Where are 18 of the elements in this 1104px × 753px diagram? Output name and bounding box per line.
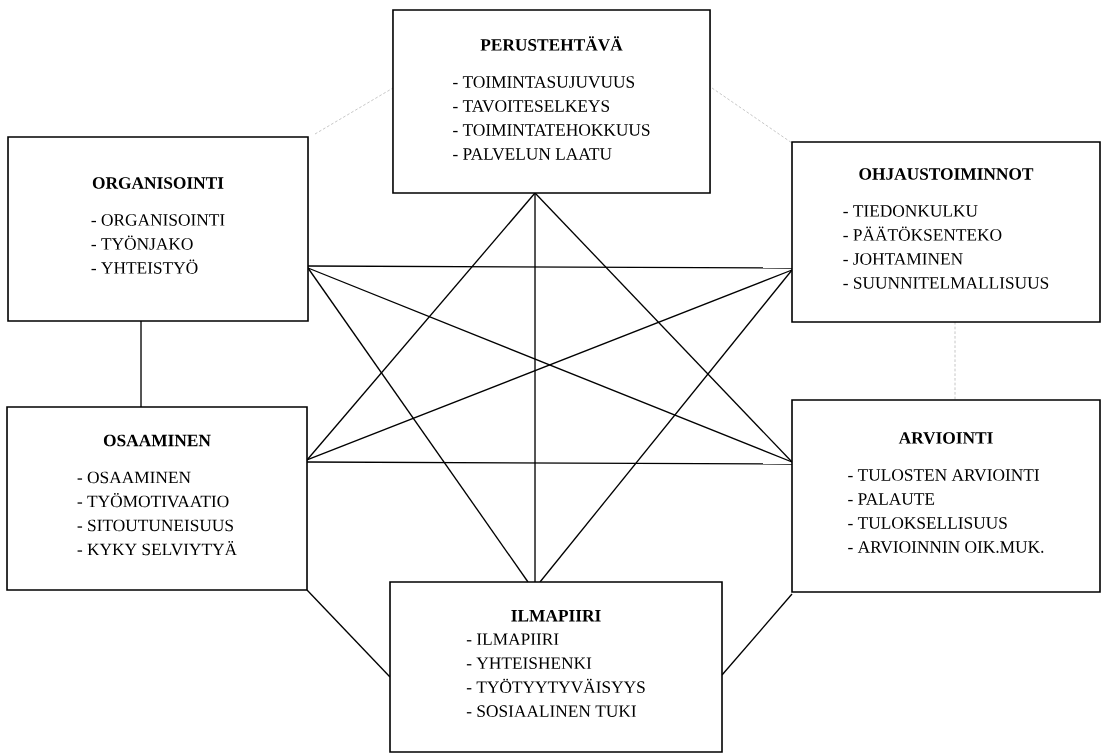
- concept-box: ARVIOINTI - TULOSTEN ARVIOINTI - PALAUTE - TULOKSELLISUUS - ARVIOINNIN OIK.MUK.: [791, 399, 1101, 593]
- concept-box: OSAAMINEN - OSAAMINEN - TYÖMOTIVAATIO - SITOUTUNEISUUS - KYKY SELVIYTYÄ: [6, 406, 308, 591]
- concept-box: ILMAPIIRI - ILMAPIIRI - YHTEISHENKI - TYÖTYYTYVÄISYYS - SOSIAALINEN TUKI: [389, 581, 723, 753]
- connector-line: [307, 265, 793, 269]
- dotted-line: [711, 87, 793, 144]
- connector-line: [306, 589, 391, 678]
- connector-line: [307, 267, 529, 583]
- connector-line: [140, 320, 142, 408]
- concept-box: PERUSTEHTÄVÄ - TOIMINTASUJUVUUS - TAVOITESELKEYS - TOIMINTATEHOKKUUS - PALVELUN LAATU: [392, 9, 711, 194]
- concept-box: ORGANISOINTI - ORGANISOINTI - TYÖNJAKO - YHTEISTYÖ: [7, 136, 309, 322]
- dotted-line: [314, 87, 394, 135]
- connector-line: [539, 269, 793, 583]
- connector-line: [306, 192, 536, 461]
- concept-box: OHJAUSTOIMINNOT - TIEDONKULKU - PÄÄTÖKSENTEKO - JOHTAMINEN - SUUNNITELMALLISUUS: [791, 141, 1101, 323]
- connector-line: [534, 192, 536, 583]
- connector-line: [721, 593, 793, 676]
- connector-line: [306, 461, 793, 465]
- connector-line: [534, 192, 793, 463]
